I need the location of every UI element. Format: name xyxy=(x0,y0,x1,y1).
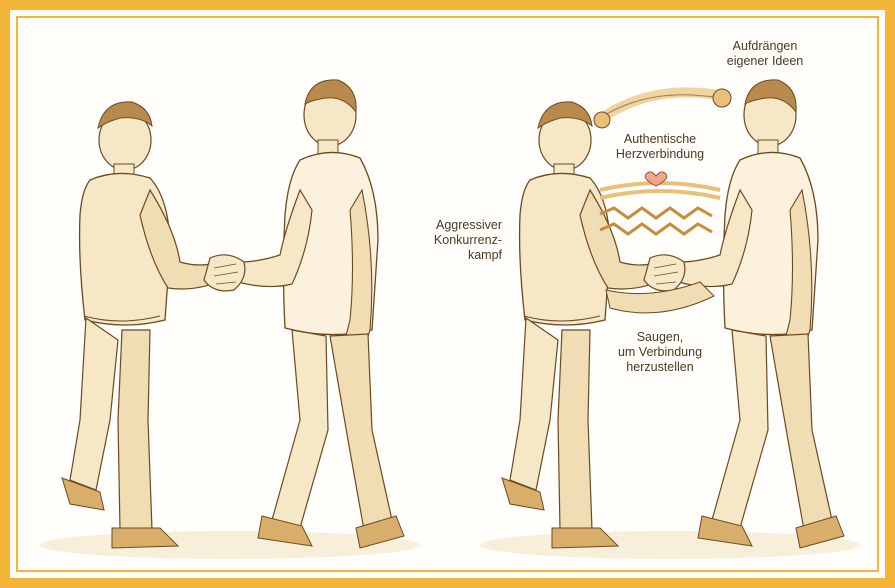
left-pair-figures xyxy=(40,80,420,559)
label-aggressive-competition: Aggressiver Konkurrenz- kampf xyxy=(410,218,502,263)
label-authentic-heart-connection: Authentische Herzverbindung xyxy=(600,132,720,162)
label-sucking-connection: Saugen, um Verbindung herzustellen xyxy=(600,330,720,375)
label-imposing-ideas: Aufdrängen eigener Ideen xyxy=(700,39,830,69)
